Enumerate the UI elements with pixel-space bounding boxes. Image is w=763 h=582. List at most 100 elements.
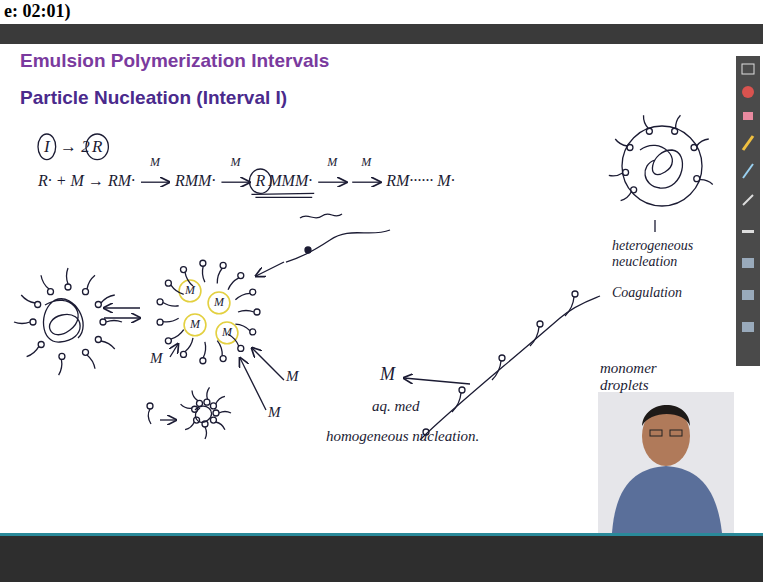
handwritten-note: MMM· bbox=[268, 172, 312, 190]
surfactant-tail bbox=[181, 404, 192, 408]
surfactant-tail bbox=[565, 297, 574, 316]
surfactant-tail bbox=[216, 396, 225, 404]
handwritten-note: R bbox=[255, 172, 265, 190]
surfactant-head bbox=[627, 145, 633, 151]
monomer-label: M bbox=[286, 368, 299, 385]
diffusion-arrow bbox=[404, 378, 470, 384]
surfactant-tail bbox=[171, 330, 184, 339]
surfactant-tail bbox=[609, 173, 623, 176]
surfactant-head bbox=[202, 421, 208, 427]
monomer-label: M bbox=[190, 318, 200, 332]
surfactant-head bbox=[220, 262, 226, 268]
handwritten-note: RMM· bbox=[175, 172, 215, 190]
handwritten-note: homogeneous nucleation. bbox=[326, 428, 479, 445]
reaction-arrow bbox=[221, 182, 249, 183]
surfactant-tail bbox=[530, 327, 539, 346]
monomer-arrow bbox=[170, 344, 178, 357]
monomer-label: M bbox=[214, 296, 224, 310]
polymer-coil bbox=[44, 299, 84, 342]
surfactant-tail bbox=[203, 342, 205, 358]
surfactant-tail bbox=[185, 422, 194, 430]
handwritten-note: I bbox=[44, 137, 50, 157]
surfactant-head bbox=[83, 349, 89, 355]
surfactant-head bbox=[165, 338, 171, 344]
surfactant-tail bbox=[235, 324, 250, 331]
handwritten-note: monomer droplets bbox=[600, 360, 680, 395]
handwritten-note: heterogeneous neucleation bbox=[612, 238, 712, 270]
surfactant-tail bbox=[207, 387, 210, 399]
handwritten-note: RM······ M· bbox=[386, 172, 454, 190]
presenter-photo bbox=[598, 392, 734, 533]
surfactant-head bbox=[572, 291, 578, 297]
oligomer-squiggle bbox=[300, 214, 342, 218]
surfactant-head bbox=[48, 289, 54, 295]
bottom-bar bbox=[0, 536, 763, 582]
surfactant-tail bbox=[27, 346, 39, 356]
oligomer-chain bbox=[286, 230, 390, 262]
surfactant-tail bbox=[492, 361, 501, 380]
handwritten-note: R bbox=[92, 137, 102, 157]
surfactant-tail bbox=[452, 393, 461, 412]
surfactant-tail bbox=[192, 390, 198, 400]
surfactant-tail bbox=[185, 338, 193, 352]
surfactant-head bbox=[157, 299, 163, 305]
underline bbox=[251, 193, 314, 197]
surfactant-tail bbox=[697, 139, 709, 146]
surfactant-tail bbox=[676, 115, 681, 128]
surfactant-head bbox=[537, 321, 543, 327]
surfactant-tail bbox=[202, 266, 204, 282]
surfactant-tail bbox=[216, 422, 225, 430]
surfactant-tail bbox=[217, 341, 222, 356]
surfactant-head bbox=[181, 267, 187, 273]
ink-circle bbox=[38, 134, 56, 160]
ink-circle bbox=[249, 169, 271, 193]
timestamp: e: 02:01) bbox=[4, 1, 70, 22]
surfactant-head bbox=[672, 128, 678, 134]
handwritten-note: M bbox=[150, 156, 160, 170]
surfactant-tail bbox=[171, 285, 184, 294]
surfactant-tail bbox=[643, 115, 648, 128]
surfactant-tail bbox=[621, 192, 632, 201]
surfactant-head bbox=[30, 319, 36, 325]
monomer-arrow bbox=[252, 348, 284, 380]
handwritten-note: Coagulation bbox=[612, 285, 682, 301]
droplet-surface bbox=[420, 296, 600, 440]
highlight-circle bbox=[179, 280, 201, 302]
equilibrium-arrow bbox=[104, 317, 140, 318]
surfactant-tail bbox=[205, 427, 207, 439]
reaction-arrow bbox=[141, 182, 169, 183]
entry-arrow bbox=[256, 262, 284, 276]
handwritten-note: M bbox=[327, 156, 337, 170]
handwritten-note: M bbox=[380, 364, 395, 385]
surfactant-tail bbox=[21, 295, 35, 303]
surfactant-head bbox=[200, 358, 206, 364]
surfactant-tail bbox=[615, 139, 627, 146]
surfactant-head bbox=[220, 356, 226, 362]
reaction-arrow bbox=[352, 182, 380, 183]
toolbar bbox=[736, 56, 760, 366]
slide-subtitle: Particle Nucleation (Interval I) bbox=[20, 87, 287, 109]
surfactant-head bbox=[200, 260, 206, 266]
surfactant-tail bbox=[101, 341, 115, 349]
surfactant-tail bbox=[101, 295, 115, 303]
reaction-arrow bbox=[318, 182, 346, 183]
equilibrium-arrow bbox=[104, 307, 140, 308]
surfactant-head bbox=[181, 351, 187, 357]
handwritten-note: M bbox=[361, 156, 371, 170]
surfactant-head bbox=[238, 345, 244, 351]
surfactant-tail bbox=[67, 268, 69, 284]
highlight-circle bbox=[216, 322, 238, 344]
surfactant-tail bbox=[235, 293, 250, 300]
surfactant-head bbox=[210, 417, 216, 423]
surfactant-head bbox=[250, 289, 256, 295]
surfactant-tail bbox=[41, 275, 49, 289]
surfactant-head bbox=[100, 319, 106, 325]
monomer-arrow bbox=[240, 358, 266, 410]
handwritten-note: aq. med bbox=[372, 398, 420, 415]
surfactant-head bbox=[35, 302, 41, 308]
surfactant-tail bbox=[228, 278, 239, 290]
surfactant-tail bbox=[59, 359, 62, 375]
surfactant-head bbox=[623, 169, 629, 175]
surfactant-head bbox=[691, 145, 697, 151]
